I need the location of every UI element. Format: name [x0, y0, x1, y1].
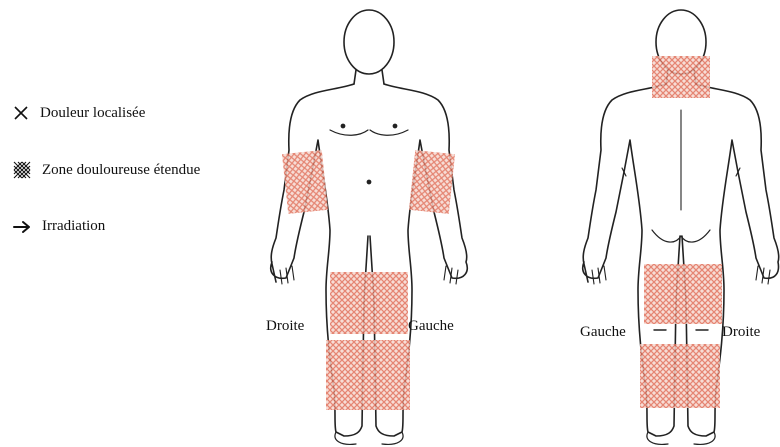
legend-extended-label: Zone douloureuse étendue	[42, 162, 200, 179]
back-feet	[647, 432, 715, 444]
front-neck	[354, 70, 384, 84]
back-buttocks	[652, 230, 710, 242]
back-pain-zones	[640, 56, 722, 408]
zone-front-forearm-left	[409, 150, 455, 214]
cross-icon	[12, 104, 30, 122]
front-navel	[367, 180, 370, 183]
front-pain-zones	[282, 150, 455, 410]
crosshatch-icon	[12, 160, 32, 180]
zone-front-calves	[326, 340, 410, 410]
zone-back-calves	[640, 344, 720, 408]
front-hand-left-fingers	[280, 266, 294, 284]
front-nipple-left	[341, 124, 344, 127]
back-hand-right-fingers	[756, 266, 770, 284]
front-head	[344, 10, 394, 74]
back-hand-left-fingers	[592, 266, 606, 284]
legend-irradiation: Irradiation	[12, 218, 105, 235]
legend-irradiation-label: Irradiation	[42, 218, 105, 235]
front-hand-right-fingers	[444, 266, 458, 284]
front-chest-lines	[330, 130, 408, 135]
front-left-label: Gauche	[408, 318, 454, 335]
legend-localized: Douleur localisée	[12, 104, 145, 122]
back-left-label: Gauche	[580, 324, 626, 341]
zone-front-forearm-right	[282, 150, 328, 214]
legend-extended: Zone douloureuse étendue	[12, 160, 200, 180]
front-nipple-right	[393, 124, 396, 127]
zone-front-thighs	[330, 272, 408, 334]
front-feet	[335, 432, 403, 444]
zone-back-thighs	[644, 264, 722, 324]
legend-localized-label: Douleur localisée	[40, 105, 145, 122]
arrow-right-icon	[12, 219, 32, 235]
zone-back-neck	[652, 56, 710, 98]
front-right-label: Droite	[266, 318, 304, 335]
back-right-label: Droite	[722, 324, 760, 341]
